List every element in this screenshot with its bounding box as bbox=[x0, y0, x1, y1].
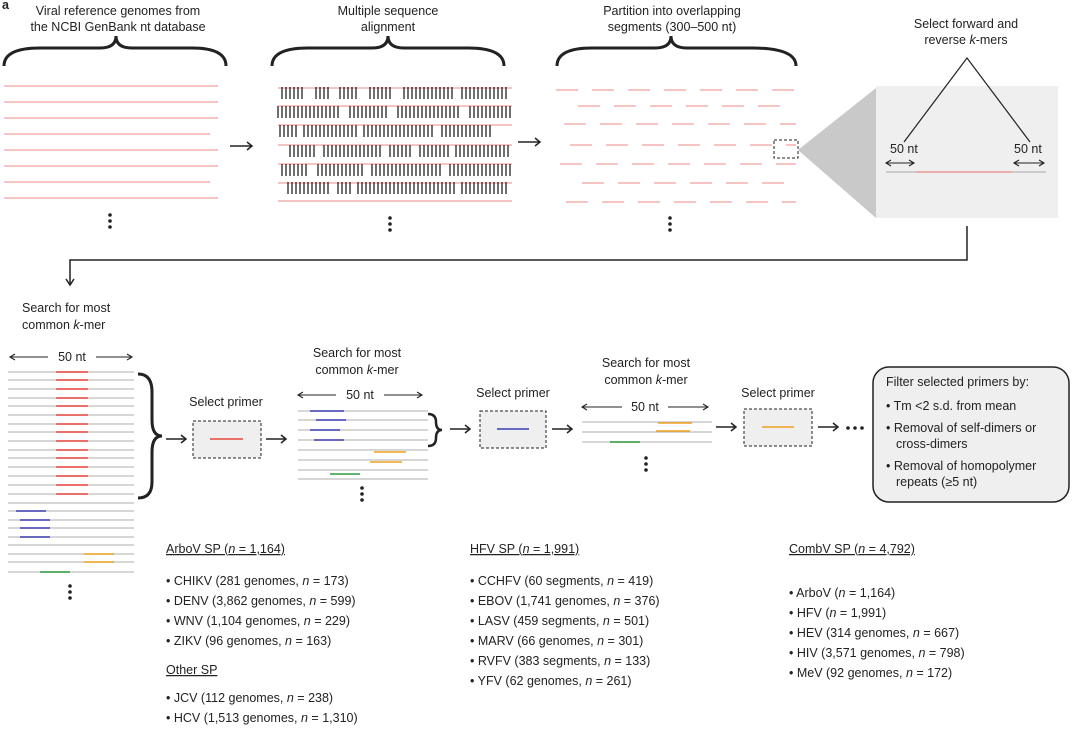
connector bbox=[69, 226, 968, 284]
hfv-item-2: • EBOV (1,741 genomes, n = 376) bbox=[470, 594, 660, 608]
span-arrow-2 bbox=[296, 391, 424, 399]
ellipsis-2 bbox=[388, 216, 392, 232]
filter-item-3-line-1: • Removal of homopolymer bbox=[886, 459, 1036, 473]
select3-label: Select primer bbox=[741, 386, 815, 400]
select1-label: Select primer bbox=[189, 395, 263, 409]
arbov-item-2: • DENV (3,862 genomes, n = 599) bbox=[166, 594, 356, 608]
arbov-item-4: • ZIKV (96 genomes, n = 163) bbox=[166, 634, 331, 648]
search-brace-1 bbox=[137, 372, 163, 500]
search-brace-2 bbox=[427, 412, 443, 448]
combv-item-2: • HFV (n = 1,991) bbox=[789, 606, 886, 620]
filter-item-2-line-2: cross-dimers bbox=[896, 437, 968, 451]
search-arrow-3 bbox=[450, 424, 472, 434]
combv-item-5: • MeV (92 genomes, n = 172) bbox=[789, 666, 952, 680]
search2-title-line-1: Search for most bbox=[313, 346, 402, 360]
search2-title-line-2: common k-mer bbox=[315, 363, 398, 377]
text-layer: a Viral reference genomes from the NCBI Ge… bbox=[2, 0, 1042, 725]
search1-title-line-2: common k-mer bbox=[22, 318, 105, 332]
brace-2 bbox=[270, 35, 506, 67]
step3-title-line-2: segments (300–500 nt) bbox=[608, 20, 737, 34]
step2-title-line-1: Multiple sequence bbox=[338, 4, 439, 18]
select2-label: Select primer bbox=[476, 386, 550, 400]
ellipsis-4 bbox=[68, 584, 72, 600]
kmer-right-label: 50 nt bbox=[1014, 142, 1042, 156]
combv-item-4: • HIV (3,571 genomes, n = 798) bbox=[789, 646, 965, 660]
arbov-item-1: • CHIKV (281 genomes, n = 173) bbox=[166, 574, 349, 588]
span-arrow-1 bbox=[8, 353, 134, 361]
step4-title-line-1: Select forward and bbox=[914, 17, 1018, 31]
panel-label: a bbox=[2, 0, 10, 12]
filter-box bbox=[872, 366, 1070, 503]
other-item-2: • HCV (1,513 genomes, n = 1,310) bbox=[166, 711, 358, 725]
search-arrow-2 bbox=[266, 434, 288, 444]
arbov-title: ArboV SP (n = 1,164) bbox=[166, 542, 285, 556]
search-arrow-1 bbox=[166, 434, 188, 444]
search3-title-line-2: common k-mer bbox=[604, 373, 687, 387]
static-shapes bbox=[2, 35, 1070, 600]
kmer-right-arrow bbox=[1012, 159, 1046, 167]
combv-title: CombV SP (n = 4,792) bbox=[789, 542, 915, 556]
hfv-item-6: • YFV (62 genomes, n = 261) bbox=[470, 674, 632, 688]
step4-title-line-2: reverse k-mers bbox=[924, 33, 1007, 47]
search1-span: 50 nt bbox=[58, 350, 86, 364]
filter-item-2-line-1: • Removal of self-dimers or bbox=[886, 421, 1036, 435]
combv-item-1: • ArboV (n = 1,164) bbox=[789, 586, 895, 600]
zoom-triangle bbox=[798, 88, 876, 218]
search-arrow-4 bbox=[552, 424, 574, 434]
zoom-box bbox=[773, 139, 799, 159]
kmer-left-arrow bbox=[884, 159, 916, 167]
search-arrow-6 bbox=[818, 422, 840, 432]
hfv-title: HFV SP (n = 1,991) bbox=[470, 542, 579, 556]
search2-span: 50 nt bbox=[346, 388, 374, 402]
other-item-1: • JCV (112 genomes, n = 238) bbox=[166, 691, 333, 705]
arrow-2 bbox=[518, 137, 542, 147]
ellipsis-3 bbox=[668, 216, 672, 232]
hfv-item-1: • CCHFV (60 segments, n = 419) bbox=[470, 574, 653, 588]
hfv-item-4: • MARV (66 genomes, n = 301) bbox=[470, 634, 643, 648]
kmer-left-label: 50 nt bbox=[890, 142, 918, 156]
filter-item-1-line-1: • Tm <2 s.d. from mean bbox=[886, 399, 1016, 413]
ellipsis-6 bbox=[644, 456, 648, 472]
other-title: Other SP bbox=[166, 663, 217, 677]
step3-title-line-1: Partition into overlapping bbox=[603, 4, 741, 18]
step1-title-line-1: Viral reference genomes from bbox=[36, 4, 200, 18]
combv-item-3: • HEV (314 genomes, n = 667) bbox=[789, 626, 959, 640]
generated-marks bbox=[4, 85, 796, 573]
step1-title-line-2: the NCBI GenBank nt database bbox=[30, 20, 205, 34]
brace-3 bbox=[555, 35, 798, 67]
hfv-item-5: • RVFV (383 segments, n = 133) bbox=[470, 654, 650, 668]
kmer-peak-lines bbox=[903, 57, 1031, 143]
arrow-1 bbox=[230, 141, 254, 151]
filter-item-3-line-2: repeats (≥5 nt) bbox=[896, 475, 977, 489]
search1-title-line-1: Search for most bbox=[22, 301, 111, 315]
hfv-item-3: • LASV (459 segments, n = 501) bbox=[470, 614, 649, 628]
arbov-item-3: • WNV (1,104 genomes, n = 229) bbox=[166, 614, 350, 628]
filter-title: Filter selected primers by: bbox=[886, 375, 1029, 389]
horizontal-ellipsis bbox=[846, 426, 864, 430]
ellipsis-5 bbox=[360, 486, 364, 502]
step2-title-line-2: alignment bbox=[361, 20, 416, 34]
brace-1 bbox=[2, 35, 228, 67]
search3-title-line-1: Search for most bbox=[602, 356, 691, 370]
kmer-panel bbox=[876, 86, 1058, 218]
ellipsis-1 bbox=[108, 213, 112, 229]
span-arrow-3 bbox=[580, 403, 710, 411]
connector-head bbox=[65, 278, 75, 287]
search3-span: 50 nt bbox=[631, 400, 659, 414]
search-arrow-5 bbox=[716, 422, 738, 432]
